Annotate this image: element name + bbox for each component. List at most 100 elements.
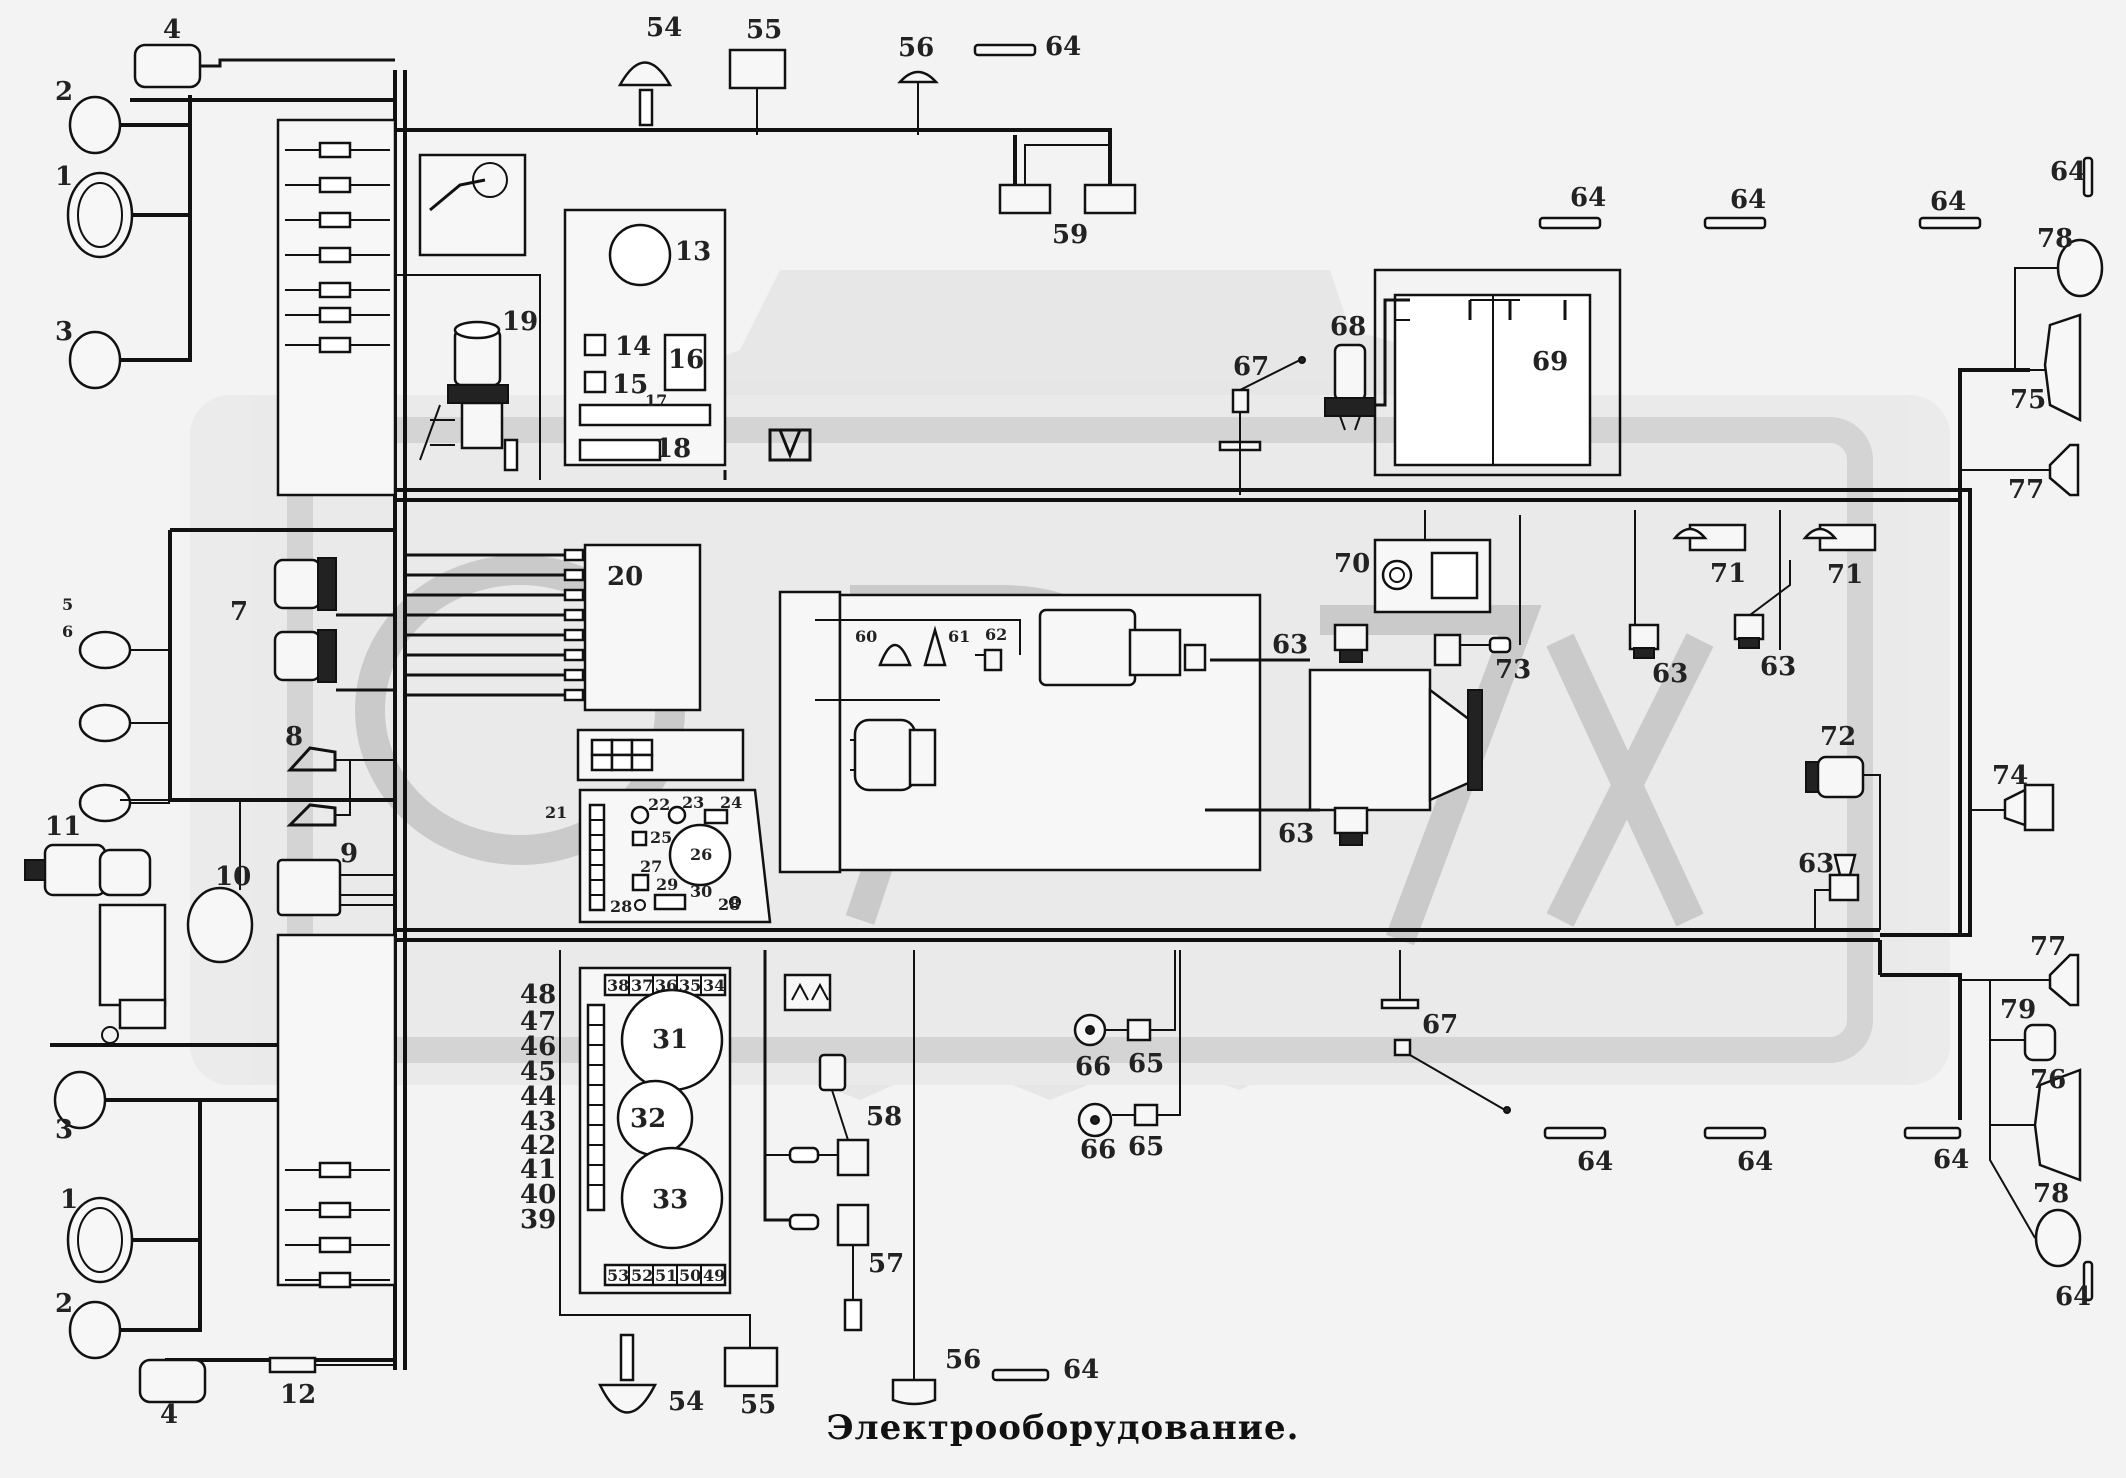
label-58: 58 — [866, 1102, 902, 1132]
lamp-78-top — [2014, 238, 2104, 370]
label-57: 57 — [868, 1249, 904, 1279]
label-25: 25 — [650, 828, 672, 847]
label-39: 39 — [520, 1205, 556, 1235]
label-6: 6 — [62, 622, 73, 641]
label-35: 35 — [679, 976, 701, 995]
label-56-bottom: 56 — [945, 1345, 981, 1375]
label-10: 10 — [215, 862, 251, 892]
label-59: 59 — [1052, 220, 1088, 250]
lamp-top-3 — [68, 330, 122, 390]
label-37: 37 — [631, 976, 653, 995]
label-63-d: 63 — [1760, 652, 1796, 682]
fuse-block-lower — [276, 933, 397, 1289]
label-12: 12 — [280, 1380, 316, 1410]
label-51: 51 — [655, 1266, 677, 1285]
sensor-73 — [1433, 633, 1512, 667]
lamp-56-bottom — [891, 950, 937, 1406]
label-33: 33 — [652, 1185, 688, 1215]
label-71-b: 71 — [1827, 560, 1863, 590]
label-43: 43 — [520, 1107, 556, 1137]
label-75: 75 — [2010, 385, 2046, 415]
label-2-top: 2 — [55, 77, 73, 107]
label-67-bottom: 67 — [1422, 1010, 1458, 1040]
label-1-top: 1 — [55, 162, 73, 192]
label-42: 42 — [520, 1131, 556, 1161]
fuse-box-20 — [405, 543, 702, 712]
lamp-77-top — [1960, 443, 2080, 497]
label-69: 69 — [1532, 347, 1568, 377]
label-78-top: 78 — [2037, 224, 2073, 254]
lamp-79 — [1990, 1023, 2057, 1062]
label-2-bottom: 2 — [55, 1289, 73, 1319]
relay-71-b — [1779, 510, 1877, 650]
label-44: 44 — [520, 1082, 556, 1112]
label-47: 47 — [520, 1007, 556, 1037]
label-21: 21 — [545, 803, 567, 822]
sensor-63-e — [1814, 853, 1860, 930]
generator — [850, 718, 937, 792]
label-23: 23 — [682, 793, 704, 812]
lamp-77-bottom — [1960, 953, 2080, 1007]
label-5: 5 — [62, 595, 73, 614]
label-40: 40 — [520, 1180, 556, 1210]
connector-12 — [268, 1356, 395, 1374]
label-61: 61 — [948, 627, 970, 646]
box-55-top — [728, 48, 787, 135]
headlamp-bottom-1 — [66, 1196, 134, 1284]
label-55-top: 55 — [746, 15, 782, 45]
label-72: 72 — [1820, 722, 1856, 752]
label-64-r2: 64 — [1730, 185, 1766, 215]
label-76: 76 — [2030, 1065, 2066, 1095]
headlamp-top-1 — [66, 171, 134, 259]
sensors-60-62 — [878, 625, 1003, 672]
label-17: 17 — [645, 391, 667, 410]
relays-59 — [998, 144, 1137, 215]
relay-9 — [276, 858, 395, 917]
label-67-top: 67 — [1233, 352, 1269, 382]
label-64-r1: 64 — [1570, 183, 1606, 213]
label-54-top: 54 — [646, 13, 682, 43]
label-63-e: 63 — [1798, 849, 1834, 879]
label-16: 16 — [668, 345, 704, 375]
label-71-a: 71 — [1710, 559, 1746, 589]
horn-bottom-4 — [138, 1358, 207, 1404]
connector-top-lower — [763, 950, 832, 1222]
label-29: 29 — [656, 875, 678, 894]
relay-68 — [1324, 298, 1410, 431]
label-74: 74 — [1992, 761, 2028, 791]
label-54-bottom: 54 — [668, 1387, 704, 1417]
label-4-bottom: 4 — [160, 1400, 178, 1430]
label-56-top: 56 — [898, 33, 934, 63]
sensor-63-a — [1333, 623, 1369, 663]
instrument-cluster-13-18 — [563, 208, 812, 480]
label-15: 15 — [612, 370, 648, 400]
label-3-top: 3 — [55, 317, 73, 347]
label-64-bottom: 64 — [1063, 1355, 1099, 1385]
label-53: 53 — [607, 1266, 629, 1285]
switch-block — [576, 728, 745, 782]
diagram-caption: Электрооборудование. — [826, 1408, 1300, 1448]
label-70: 70 — [1334, 549, 1370, 579]
label-19: 19 — [502, 307, 538, 337]
sensor-58 — [765, 1053, 870, 1177]
label-11: 11 — [45, 812, 81, 842]
lamp-54-top — [617, 61, 673, 127]
label-14: 14 — [615, 332, 651, 362]
wiper-motor-11 — [24, 843, 167, 1044]
lamp-54-bottom — [597, 1333, 658, 1414]
label-77-bottom: 77 — [2030, 932, 2066, 962]
label-28-b: 28 — [718, 895, 740, 914]
sensors-65-66 — [1073, 950, 1181, 1138]
label-65-a: 65 — [1128, 1049, 1164, 1079]
sensor-63-d — [1733, 560, 1791, 649]
component-labels: 4 2 1 3 5 6 7 8 9 10 11 12 13 14 15 16 1… — [45, 13, 2091, 1430]
lamp-56-top — [897, 70, 939, 135]
label-64-r5: 64 — [1577, 1147, 1613, 1177]
box-55-bottom — [723, 1346, 779, 1388]
label-20: 20 — [607, 562, 643, 592]
label-31: 31 — [652, 1025, 688, 1055]
engine-area — [778, 590, 1262, 874]
label-73: 73 — [1495, 655, 1531, 685]
label-41: 41 — [520, 1155, 556, 1185]
